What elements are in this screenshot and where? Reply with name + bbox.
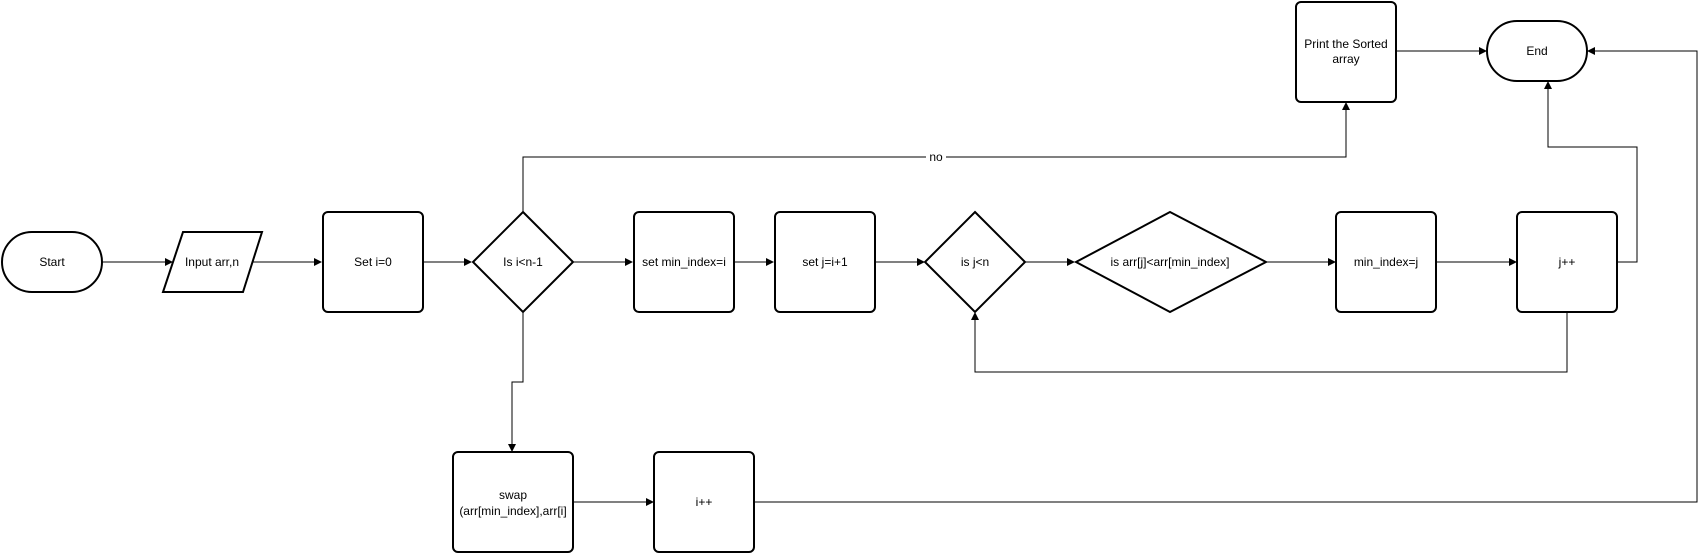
edge-j-inc-loop-to-cond-j xyxy=(974,312,1568,373)
svg-text:is arr[j]<arr[min_index]: is arr[j]<arr[min_index] xyxy=(1110,255,1229,269)
arrowhead xyxy=(766,258,774,266)
node-swap: swap (arr[min_index],arr[i] xyxy=(452,451,574,553)
svg-text:i++: i++ xyxy=(696,495,713,509)
node-input: Input arr,n xyxy=(161,231,264,293)
svg-text:min_index=j: min_index=j xyxy=(1354,255,1418,269)
svg-text:Set i=0: Set i=0 xyxy=(354,255,392,269)
arrowhead xyxy=(646,498,654,506)
arrowhead xyxy=(1587,47,1595,55)
node-set-j: set j=i+1 xyxy=(774,211,876,313)
svg-text:(arr[min_index],arr[i]: (arr[min_index],arr[i] xyxy=(459,504,566,518)
svg-text:j++: j++ xyxy=(1558,255,1576,269)
edge-label-bg xyxy=(926,150,946,163)
node-set-min-index: set min_index=i xyxy=(633,211,735,313)
svg-text:set min_index=i: set min_index=i xyxy=(642,255,726,269)
node-j-increment: j++ xyxy=(1516,211,1618,313)
svg-text:swap: swap xyxy=(499,488,527,502)
node-cond-arr: is arr[j]<arr[min_index] xyxy=(1073,210,1269,314)
arrowhead xyxy=(508,444,516,452)
svg-text:Print the Sorted: Print the Sorted xyxy=(1304,37,1387,51)
svg-text:Start: Start xyxy=(39,255,65,269)
arrowhead xyxy=(1342,102,1350,110)
svg-text:Is i<n-1: Is i<n-1 xyxy=(503,255,543,269)
edge-label-no: no xyxy=(929,150,943,164)
arrowhead xyxy=(1067,258,1075,266)
arrowhead xyxy=(917,258,925,266)
arrowhead xyxy=(1328,258,1336,266)
arrowhead xyxy=(165,258,173,266)
arrowhead xyxy=(1544,81,1552,89)
nodes: Start Input arr,n Set i=0 Is i<n-1 set m… xyxy=(1,1,1618,553)
edges: no xyxy=(102,47,1698,506)
arrowhead xyxy=(314,258,322,266)
node-i-increment: i++ xyxy=(653,451,755,553)
svg-text:set j=i+1: set j=i+1 xyxy=(802,255,848,269)
svg-text:End: End xyxy=(1526,44,1547,58)
edge-cond-i-to-swap xyxy=(511,312,524,444)
svg-text:Input arr,n: Input arr,n xyxy=(185,255,239,269)
edge-j-inc-to-end xyxy=(1547,88,1638,263)
node-start: Start xyxy=(1,231,103,293)
node-cond-j: is j<n xyxy=(923,210,1027,314)
arrowhead xyxy=(625,258,633,266)
arrowhead xyxy=(1479,47,1487,55)
arrowhead xyxy=(1509,258,1517,266)
node-end: End xyxy=(1486,20,1588,82)
arrowhead xyxy=(971,312,979,320)
node-print-sorted: Print the Sorted array xyxy=(1295,1,1397,103)
node-min-index-j: min_index=j xyxy=(1335,211,1437,313)
svg-text:array: array xyxy=(1332,52,1359,66)
edge-i-inc-to-end xyxy=(754,50,1698,503)
arrowhead xyxy=(464,258,472,266)
node-cond-i: Is i<n-1 xyxy=(471,210,575,314)
node-set-i: Set i=0 xyxy=(322,211,424,313)
svg-text:is j<n: is j<n xyxy=(961,255,989,269)
